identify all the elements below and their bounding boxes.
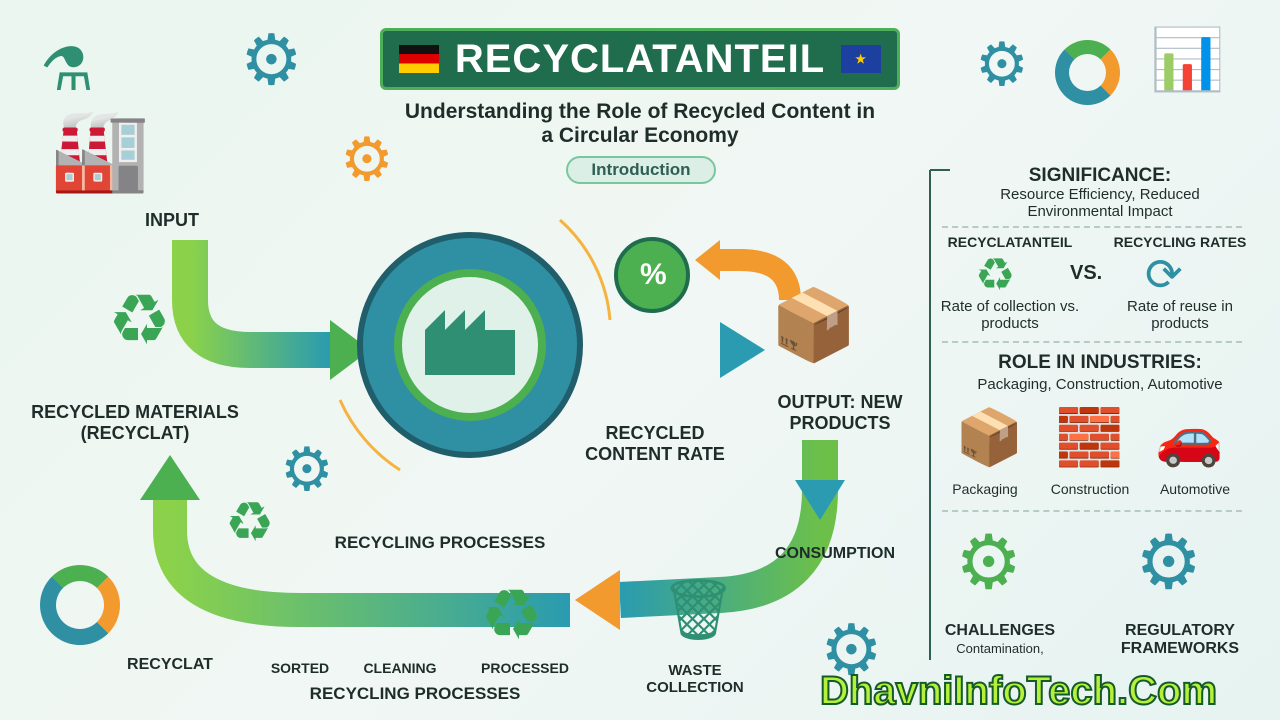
output-return-arrow [720, 249, 801, 301]
percent-label: % [640, 258, 667, 291]
title-banner: RECYCLATANTEIL ★ [380, 28, 900, 90]
waste-arrow-head [575, 570, 620, 630]
compare-left-text: Rate of collection vs. products [940, 298, 1080, 333]
recycle-icon: ♻ [975, 249, 1016, 300]
gear-icon: ⚙ [340, 126, 394, 193]
gear-icon: ⚙ [820, 611, 883, 689]
packaging-box-icon: 📦 [955, 406, 1024, 468]
output-label: OUTPUT: NEW PRODUCTS [777, 392, 903, 433]
page-title: RECYCLATANTEIL [454, 36, 826, 81]
compare-right-text: Rate of reuse in products [1127, 298, 1233, 333]
bar-chart-icon: 📊 [1150, 26, 1225, 93]
recycle-icon: ♻ [225, 491, 275, 553]
watermark: DhavniInfoTech.Com [819, 668, 1218, 714]
industry-packaging: Packaging [952, 481, 1018, 497]
sorted-label: SORTED [270, 660, 330, 676]
divider [942, 510, 1242, 512]
gear-check-icon: ⚙ [955, 520, 1023, 604]
germany-flag-icon [398, 45, 439, 73]
process-arrow-head [140, 455, 200, 500]
trash-bin-icon: 🗑 [660, 576, 737, 643]
divider [942, 341, 1242, 343]
donut-chart-icon [1055, 40, 1120, 105]
recycle-icon: ♻ [108, 281, 171, 359]
waste-collection-label: WASTE COLLECTION [646, 662, 744, 697]
industries-text: Packaging, Construction, Automotive [977, 376, 1223, 393]
input-arrow [172, 240, 330, 368]
compare-right-title: RECYCLING RATES [1113, 234, 1247, 250]
page-subtitle: Understanding the Role of Recycled Conte… [404, 100, 876, 148]
introduction-pill: Introduction [566, 156, 716, 184]
donut-chart-icon [40, 565, 120, 645]
consumption-label: CONSUMPTION [775, 545, 895, 562]
recycle-icon: ♻ [480, 576, 543, 654]
gear-icon: ⚙ [280, 436, 334, 503]
product-boxes-icon: 📦 [770, 286, 858, 364]
recycling-processes-top-label: RECYCLING PROCESSES [334, 533, 546, 552]
cycle-arc [559, 218, 612, 321]
output-arrow-head [720, 322, 765, 378]
input-label: INPUT [145, 210, 199, 230]
output-return-arrow-head [695, 240, 720, 280]
gear-icon: ⚙ [240, 21, 303, 99]
industry-construction: Construction [1050, 481, 1130, 497]
gear-globe-icon: ⚙ [1135, 520, 1203, 604]
construction-box-icon: 🧱 [1055, 406, 1124, 468]
car-icon: 🚗 [1155, 406, 1224, 468]
process-arrow [153, 500, 570, 627]
significance-title: SIGNIFICANCE: [1028, 165, 1172, 186]
processed-label: PROCESSED [481, 660, 569, 676]
recyclat-label: RECYCLAT [127, 656, 213, 673]
significance-text: Resource Efficiency, Reduced Environment… [1000, 186, 1200, 221]
industry-automotive: Automotive [1159, 481, 1231, 497]
input-arrow-head [330, 320, 370, 380]
factory-icon [425, 330, 515, 375]
recycling-processes-bottom-label: RECYCLING PROCESSES [309, 684, 521, 703]
divider [942, 226, 1242, 228]
eu-flag-icon: ★ [841, 45, 882, 73]
vs-label: VS. [1070, 262, 1103, 284]
recycled-content-rate-label: RECYCLED CONTENT RATE [585, 423, 725, 464]
gear-check-icon: ⚙ [975, 31, 1029, 98]
challenges-text: Contamination, [956, 641, 1044, 656]
cycle-arc [338, 399, 401, 472]
challenges-title: CHALLENGES [944, 622, 1056, 639]
industries-title: ROLE IN INDUSTRIES: [998, 352, 1202, 373]
percent-badge [614, 237, 690, 313]
factory-roof [425, 310, 485, 330]
consumption-arrow-head [795, 480, 845, 520]
compare-left-title: RECYCLATANTEIL [947, 234, 1073, 250]
cycle-arrows-icon: ⟳ [1145, 249, 1183, 300]
factory-icon: 🏭 [50, 105, 150, 194]
cleaning-label: CLEANING [363, 660, 437, 676]
lab-flask-icon: ⚗ [40, 36, 94, 103]
regulatory-title: REGULATORY FRAMEWORKS [1120, 622, 1240, 658]
recycled-materials-label: RECYCLED MATERIALS (RECYCLAT) [31, 402, 239, 443]
